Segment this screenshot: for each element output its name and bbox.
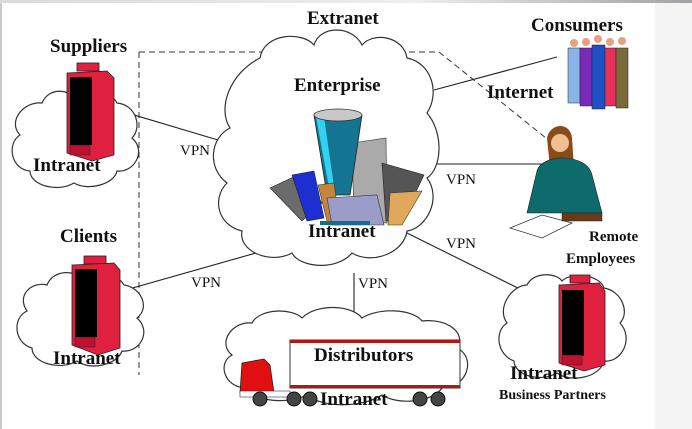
extranet-boundary [138, 51, 578, 375]
clients-building-icon [71, 255, 121, 356]
clients-intranet-label: Intranet [53, 348, 121, 369]
partners-intranet-label: Intranet [510, 363, 578, 384]
suppliers-building-icon [66, 62, 115, 162]
consumers-people-icon [567, 35, 629, 110]
diagram-graphics [11, 29, 629, 407]
employees-label: Employees [566, 251, 636, 267]
vpn-label-clients: VPN [191, 275, 222, 291]
link-consumers-enterprise [433, 56, 558, 91]
enterprise-intranet-label: Intranet [308, 221, 376, 242]
extranet-title: Extranet [307, 8, 379, 29]
enterprise-label: Enterprise [294, 75, 381, 96]
partners-building-icon [558, 274, 606, 372]
distributors-label: Distributors [314, 345, 414, 366]
vpn-label-remote: VPN [446, 172, 477, 188]
top-border [0, 0, 692, 3]
consumers-label: Consumers [531, 15, 623, 36]
vpn-label-partners: VPN [446, 236, 477, 252]
enterprise-buildings-icon [269, 108, 425, 226]
suppliers-intranet-label: Intranet [33, 155, 101, 176]
distributors-intranet-label: Intranet [320, 389, 388, 410]
link-clients-enterprise [121, 248, 271, 292]
diagram-canvas: Extranet Enterprise Intranet Suppliers I… [2, 3, 655, 429]
clients-label: Clients [60, 226, 117, 247]
internet-label: Internet [487, 82, 554, 103]
vpn-label-suppliers: VPN [180, 143, 211, 159]
suppliers-label: Suppliers [50, 36, 128, 57]
vpn-label-distributors: VPN [358, 276, 389, 292]
business-partners-label: Business Partners [499, 388, 606, 403]
remote-employee-icon [508, 125, 603, 239]
distributor-truck-icon [239, 339, 461, 407]
remote-label: Remote [589, 229, 639, 245]
